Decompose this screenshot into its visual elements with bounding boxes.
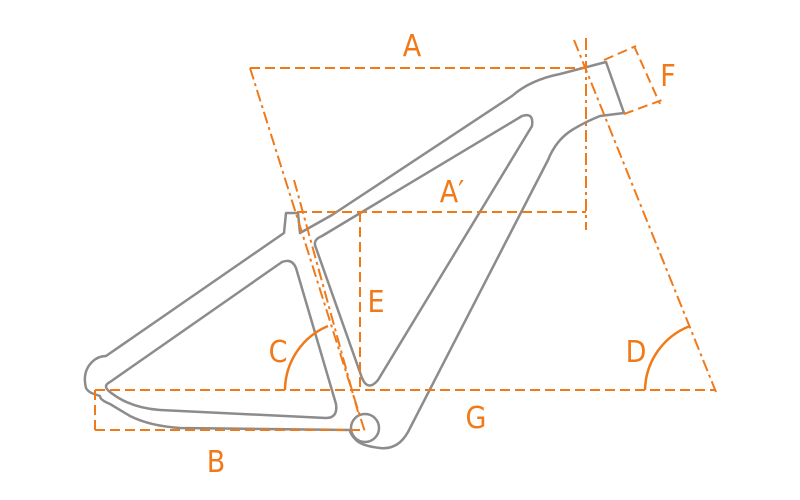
bike-frame xyxy=(83,60,626,450)
dimension-lines xyxy=(94,38,717,433)
label-c: C xyxy=(269,335,288,370)
head-tube-axis-line xyxy=(573,39,717,393)
angle-d-arc xyxy=(643,324,691,391)
effective-seat-angle-line xyxy=(249,67,366,433)
seat-tube-axis-line xyxy=(293,179,359,413)
rear-triangle-inner xyxy=(104,259,338,420)
label-g: G xyxy=(466,401,487,436)
dimension-f-line xyxy=(633,45,661,105)
dimension-labels: A A′ E C D F G B xyxy=(207,29,676,480)
angle-c-arc xyxy=(283,324,329,391)
front-triangle-inner xyxy=(313,113,534,387)
dimension-f-bottom-line xyxy=(623,99,663,115)
label-a: A xyxy=(403,29,422,64)
label-a-prime: A′ xyxy=(440,175,465,210)
bottom-bracket xyxy=(349,412,381,444)
label-e: E xyxy=(367,285,384,320)
dimension-f-top-line xyxy=(603,45,637,61)
label-f: F xyxy=(660,59,676,94)
label-d: D xyxy=(626,335,647,370)
label-b: B xyxy=(207,445,226,480)
frame-outer-outline xyxy=(83,60,626,450)
